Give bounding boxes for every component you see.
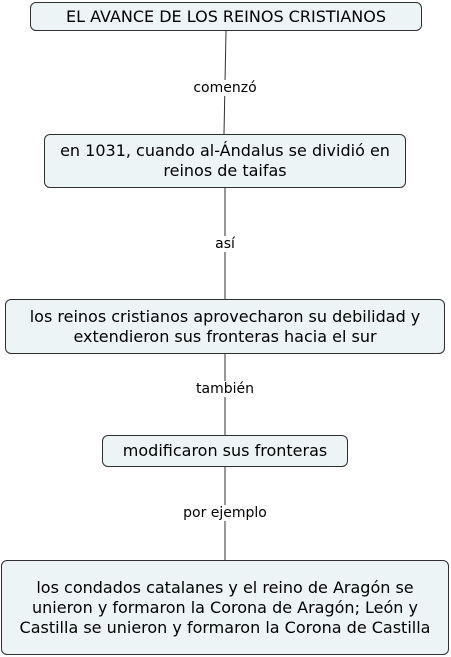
link-label-asi: así (213, 236, 237, 252)
concept-node-text: modificaron sus fronteras (122, 441, 328, 460)
concept-node-text: en 1031, cuando al-Ándalus se dividió en… (60, 141, 390, 180)
link-label-por-ejemplo: por ejemplo (181, 505, 269, 521)
link-label-comenzo: comenzó (191, 80, 259, 96)
link-label-text: comenzó (193, 80, 257, 96)
link-label-text: así (215, 236, 235, 252)
link-label-text: por ejemplo (183, 505, 267, 521)
concept-node-reinos[interactable]: los reinos cristianos aprovecharon su de… (5, 299, 445, 354)
concept-node-coronas[interactable]: los condados catalanes y el reino de Ara… (1, 560, 449, 655)
concept-node-taifas[interactable]: en 1031, cuando al-Ándalus se dividió en… (44, 134, 406, 188)
concept-node-text: los condados catalanes y el reino de Ara… (19, 577, 431, 637)
concept-node-text: EL AVANCE DE LOS REINOS CRISTIANOS (66, 6, 386, 26)
concept-node-title[interactable]: EL AVANCE DE LOS REINOS CRISTIANOS (30, 2, 422, 31)
concept-node-text: los reinos cristianos aprovecharon su de… (29, 306, 421, 346)
link-label-tambien: también (194, 381, 256, 397)
link-label-text: también (196, 381, 254, 397)
concept-node-fronteras[interactable]: modificaron sus fronteras (102, 435, 348, 467)
